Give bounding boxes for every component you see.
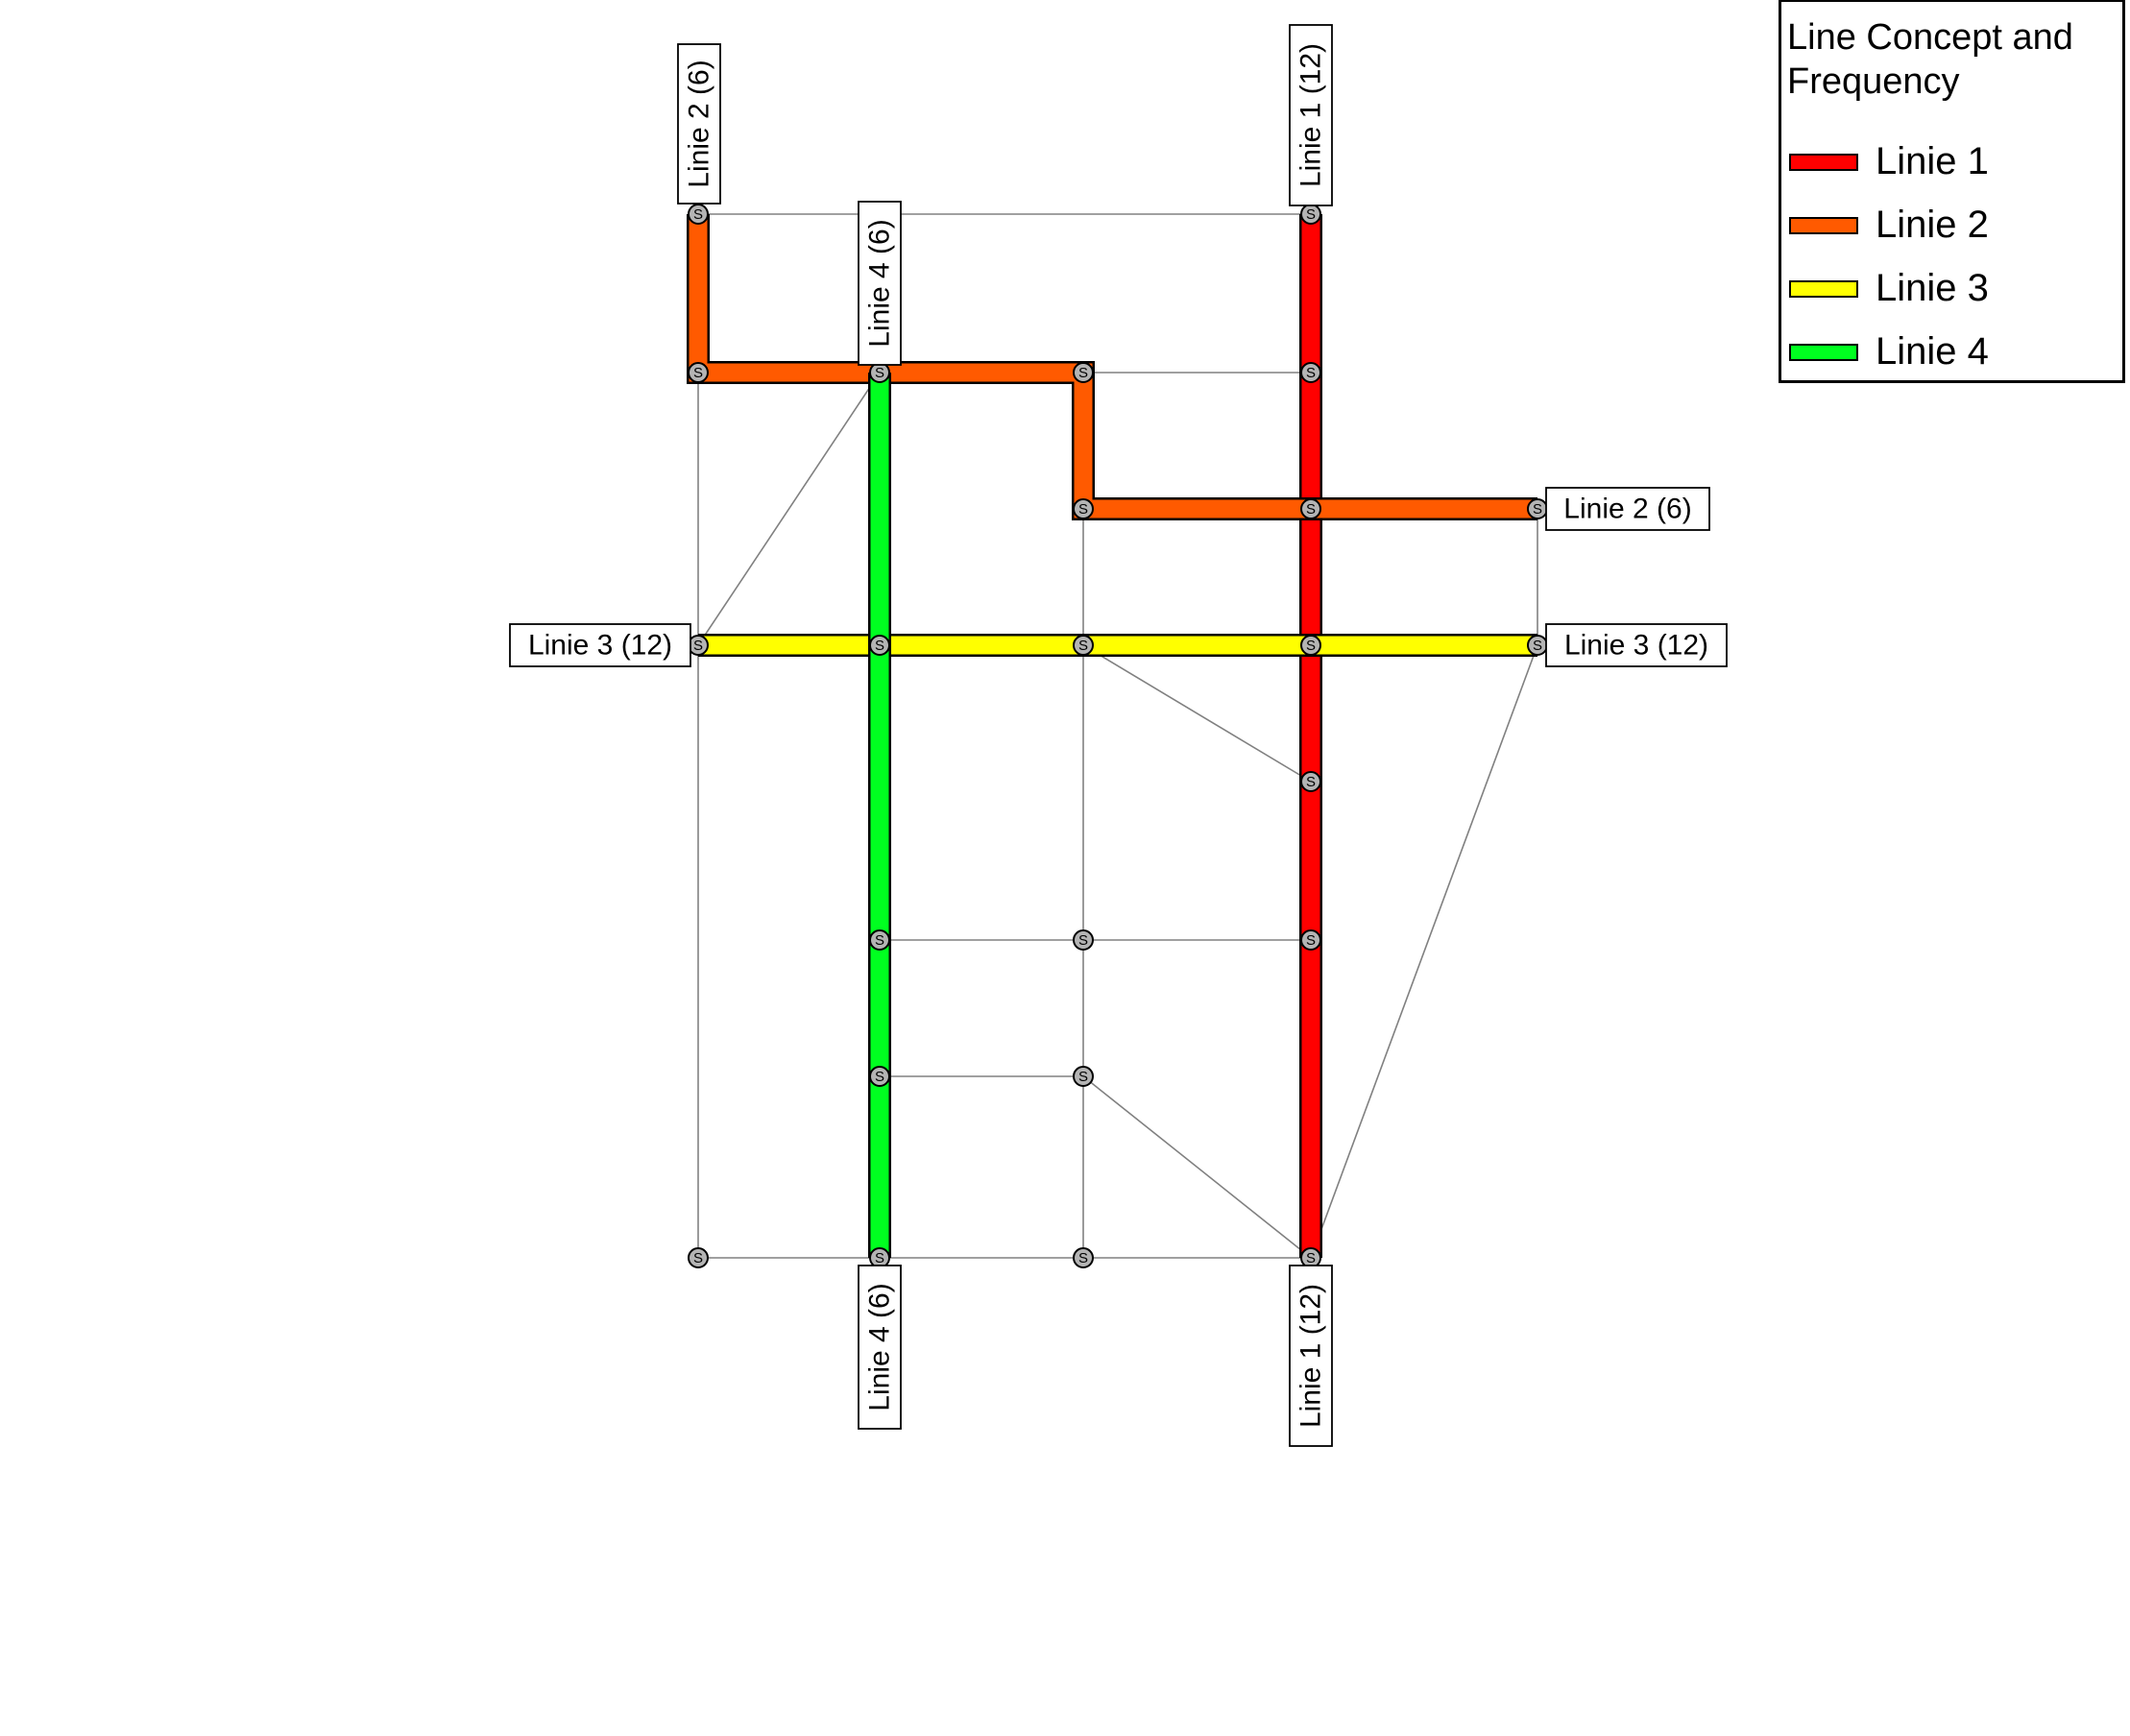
- stop-t: S: [1300, 929, 1321, 951]
- stop-a: S: [688, 204, 709, 225]
- stop-symbol: S: [1306, 774, 1316, 790]
- legend-label-linie-2: Linie 2: [1876, 204, 1989, 246]
- stop-g: S: [1073, 498, 1094, 519]
- stop-symbol: S: [1078, 932, 1088, 949]
- line-end-labels: Linie 2 (6) Linie 1 (12) Linie 4 (6) Linie …: [509, 24, 1728, 1447]
- legend-swatch-linie-3: [1789, 280, 1858, 298]
- stop-j: S: [688, 635, 709, 656]
- legend-swatch-linie-4: [1789, 344, 1858, 361]
- stop-symbol: S: [1306, 365, 1316, 381]
- stop-symbol: S: [875, 638, 884, 654]
- label-linie-1-top: Linie 1 (12): [1289, 24, 1333, 206]
- stop-symbol: S: [875, 1069, 884, 1085]
- stop-symbol: S: [1078, 638, 1088, 654]
- stop-u: S: [869, 1066, 890, 1087]
- stop-symbol: S: [1533, 638, 1542, 654]
- stop-v: S: [1073, 1066, 1094, 1087]
- network-edge: [1310, 644, 1538, 1259]
- legend-swatch-linie-1: [1789, 154, 1858, 171]
- svg-text:Linie 2 (6): Linie 2 (6): [684, 60, 715, 187]
- stop-c: S: [688, 362, 709, 383]
- label-linie-3-left: Linie 3 (12): [509, 623, 691, 667]
- stop-symbol: S: [693, 1250, 703, 1266]
- label-linie-4-bottom: Linie 4 (6): [858, 1265, 902, 1430]
- svg-text:Linie 1 (12): Linie 1 (12): [1295, 43, 1327, 187]
- stop-m: S: [1300, 635, 1321, 656]
- legend-label-linie-1: Linie 1: [1876, 140, 1989, 182]
- stop-f: S: [1300, 362, 1321, 383]
- stop-w: S: [688, 1247, 709, 1268]
- stop-symbol: S: [693, 206, 703, 223]
- stop-symbol: S: [1078, 365, 1088, 381]
- stops: S S S S S S S S S S S S S S S S S S S S S S S S: [688, 204, 1548, 1268]
- stop-q: S: [1300, 771, 1321, 792]
- svg-text:Linie 3 (12): Linie 3 (12): [528, 630, 672, 662]
- transit-lines: [687, 214, 1537, 1258]
- stop-symbol: S: [1078, 1069, 1088, 1085]
- label-linie-1-bottom: Linie 1 (12): [1289, 1265, 1333, 1447]
- stop-s2: S: [1073, 929, 1094, 951]
- stop-symbol: S: [1306, 501, 1316, 518]
- network-edge: [1082, 1075, 1312, 1259]
- svg-text:Linie 3 (12): Linie 3 (12): [1564, 630, 1708, 662]
- stop-symbol: S: [1533, 501, 1542, 518]
- legend-label-linie-4: Linie 4: [1876, 330, 1989, 373]
- stop-symbol: S: [693, 638, 703, 654]
- network-edge: [1082, 644, 1312, 783]
- stop-r: S: [869, 929, 890, 951]
- stop-symbol: S: [875, 365, 884, 381]
- label-linie-3-right: Linie 3 (12): [1545, 623, 1728, 667]
- stop-i: S: [1527, 498, 1548, 519]
- stop-symbol: S: [1078, 1250, 1088, 1266]
- svg-text:Linie 1 (12): Linie 1 (12): [1295, 1284, 1327, 1428]
- line-outline-linie-2: [687, 214, 1537, 520]
- stop-p: S: [1527, 635, 1548, 656]
- stop-x: S: [869, 1247, 890, 1268]
- label-linie-2-right: Linie 2 (6): [1545, 487, 1710, 531]
- legend: Line Concept and Frequency Linie 1 Linie…: [1779, 0, 2125, 383]
- stop-symbol: S: [693, 365, 703, 381]
- legend-label-linie-3: Linie 3: [1876, 267, 1989, 309]
- svg-text:Linie 2 (6): Linie 2 (6): [1563, 494, 1691, 525]
- stop-symbol: S: [1306, 638, 1316, 654]
- stop-z: S: [1300, 1247, 1321, 1268]
- label-linie-2-top: Linie 2 (6): [677, 43, 721, 205]
- stop-symbol: S: [1306, 206, 1316, 223]
- legend-title: Line Concept and Frequency: [1787, 17, 2073, 102]
- stop-l: S: [1073, 635, 1094, 656]
- network-edge: [697, 372, 881, 646]
- stop-symbol: S: [1078, 501, 1088, 518]
- stop-h: S: [1300, 498, 1321, 519]
- svg-text:Linie 4 (6): Linie 4 (6): [864, 219, 896, 347]
- legend-swatch-linie-2: [1789, 217, 1858, 234]
- stop-symbol: S: [875, 932, 884, 949]
- svg-text:Linie 4 (6): Linie 4 (6): [864, 1283, 896, 1410]
- stop-y: S: [1073, 1247, 1094, 1268]
- stop-symbol: S: [1306, 932, 1316, 949]
- stop-symbol: S: [875, 1250, 884, 1266]
- label-linie-4-top: Linie 4 (6): [858, 201, 902, 366]
- stop-d: S: [869, 362, 890, 383]
- stop-b: S: [1300, 204, 1321, 225]
- stop-k: S: [869, 635, 890, 656]
- stop-symbol: S: [1306, 1250, 1316, 1266]
- stop-e: S: [1073, 362, 1094, 383]
